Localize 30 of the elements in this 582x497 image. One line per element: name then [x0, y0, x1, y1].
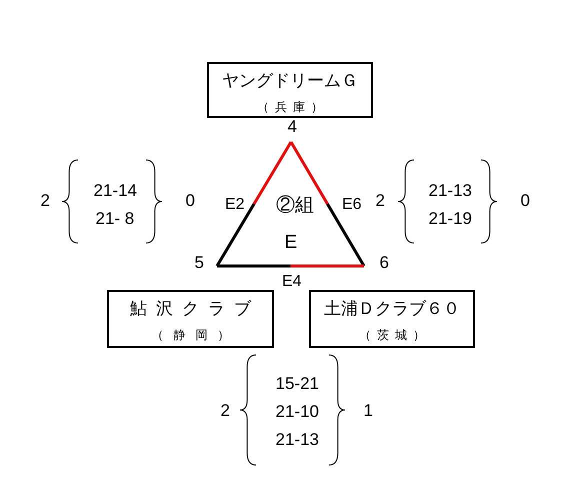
team-name: 鮎沢クラブ: [129, 298, 261, 320]
triangle-side: [216, 141, 292, 267]
vertex-number: 5: [194, 254, 204, 270]
vertex-number: 4: [288, 118, 297, 134]
team-name: ヤングドリームＧ: [221, 70, 359, 92]
vertex-number: 6: [380, 254, 389, 270]
games-won: 0: [520, 192, 530, 208]
game-score: 21-13: [428, 182, 472, 198]
triangle-side: [290, 141, 366, 267]
game-score: 21-10: [276, 402, 319, 420]
prefecture-label: （静岡）: [150, 327, 240, 344]
game-score: 21-13: [276, 430, 319, 448]
prefecture-label: （兵庫）: [256, 99, 330, 116]
games-won: 1: [364, 402, 373, 418]
prefecture-label: （茨城）: [358, 327, 432, 344]
team-box: [309, 290, 475, 348]
group-label: ②組: [276, 196, 314, 214]
games-won: 0: [186, 192, 195, 208]
game-score: 21- 8: [96, 210, 134, 226]
games-won: 2: [220, 402, 230, 418]
team-name: 土浦Ｄクラブ６０: [323, 298, 461, 320]
game-score: 15-21: [276, 374, 319, 392]
games-won: 2: [376, 192, 385, 208]
games-won: 2: [40, 192, 50, 208]
triangle-side: [217, 264, 364, 268]
team-box: [207, 62, 373, 118]
group-letter: E: [284, 232, 298, 252]
game-score: 21-19: [428, 210, 472, 226]
game-score: 21-14: [94, 182, 137, 198]
team-box: [107, 290, 274, 348]
